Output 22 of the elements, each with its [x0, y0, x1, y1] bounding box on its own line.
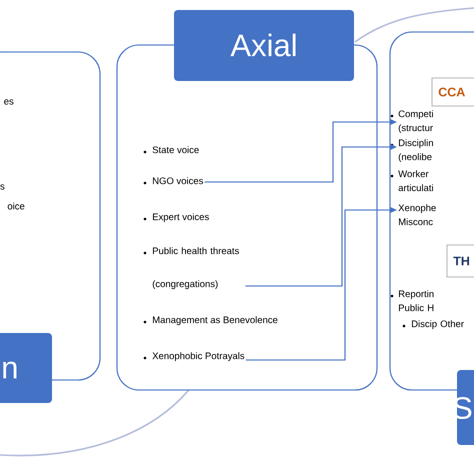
section-heading: CCA: [432, 78, 474, 106]
bullet-item: Xenophobic Potrayals: [144, 352, 244, 362]
heading-tab: n: [0, 333, 52, 403]
bullet-item: Worker articulati: [390, 170, 433, 192]
bullet-item: NGO voices: [144, 177, 204, 184]
list-item: es: [4, 99, 14, 105]
bullet-item: State voice: [144, 146, 199, 154]
section-heading: TH: [446, 244, 474, 278]
bullet-item: Management as Benevolence: [144, 316, 278, 326]
bullet-item: Discip Other: [402, 320, 464, 330]
node-label: Reportin Public H: [398, 290, 434, 312]
node-label: Worker articulati: [398, 170, 433, 192]
bullet-item: Expert voices: [144, 213, 209, 222]
heading-tab: Axial: [174, 10, 354, 81]
list-item: s: [0, 184, 4, 190]
bullet-item: Reportin Public H: [390, 290, 434, 312]
bullet-item: Competi (structur: [390, 110, 433, 134]
bullet-item: Public health threats (congregations): [144, 247, 239, 290]
node-label: Disciplin (neolibe: [398, 139, 433, 162]
node-label: Competi (structur: [398, 110, 433, 134]
node-label: State voice: [152, 146, 199, 154]
list-item: oice: [8, 202, 24, 210]
